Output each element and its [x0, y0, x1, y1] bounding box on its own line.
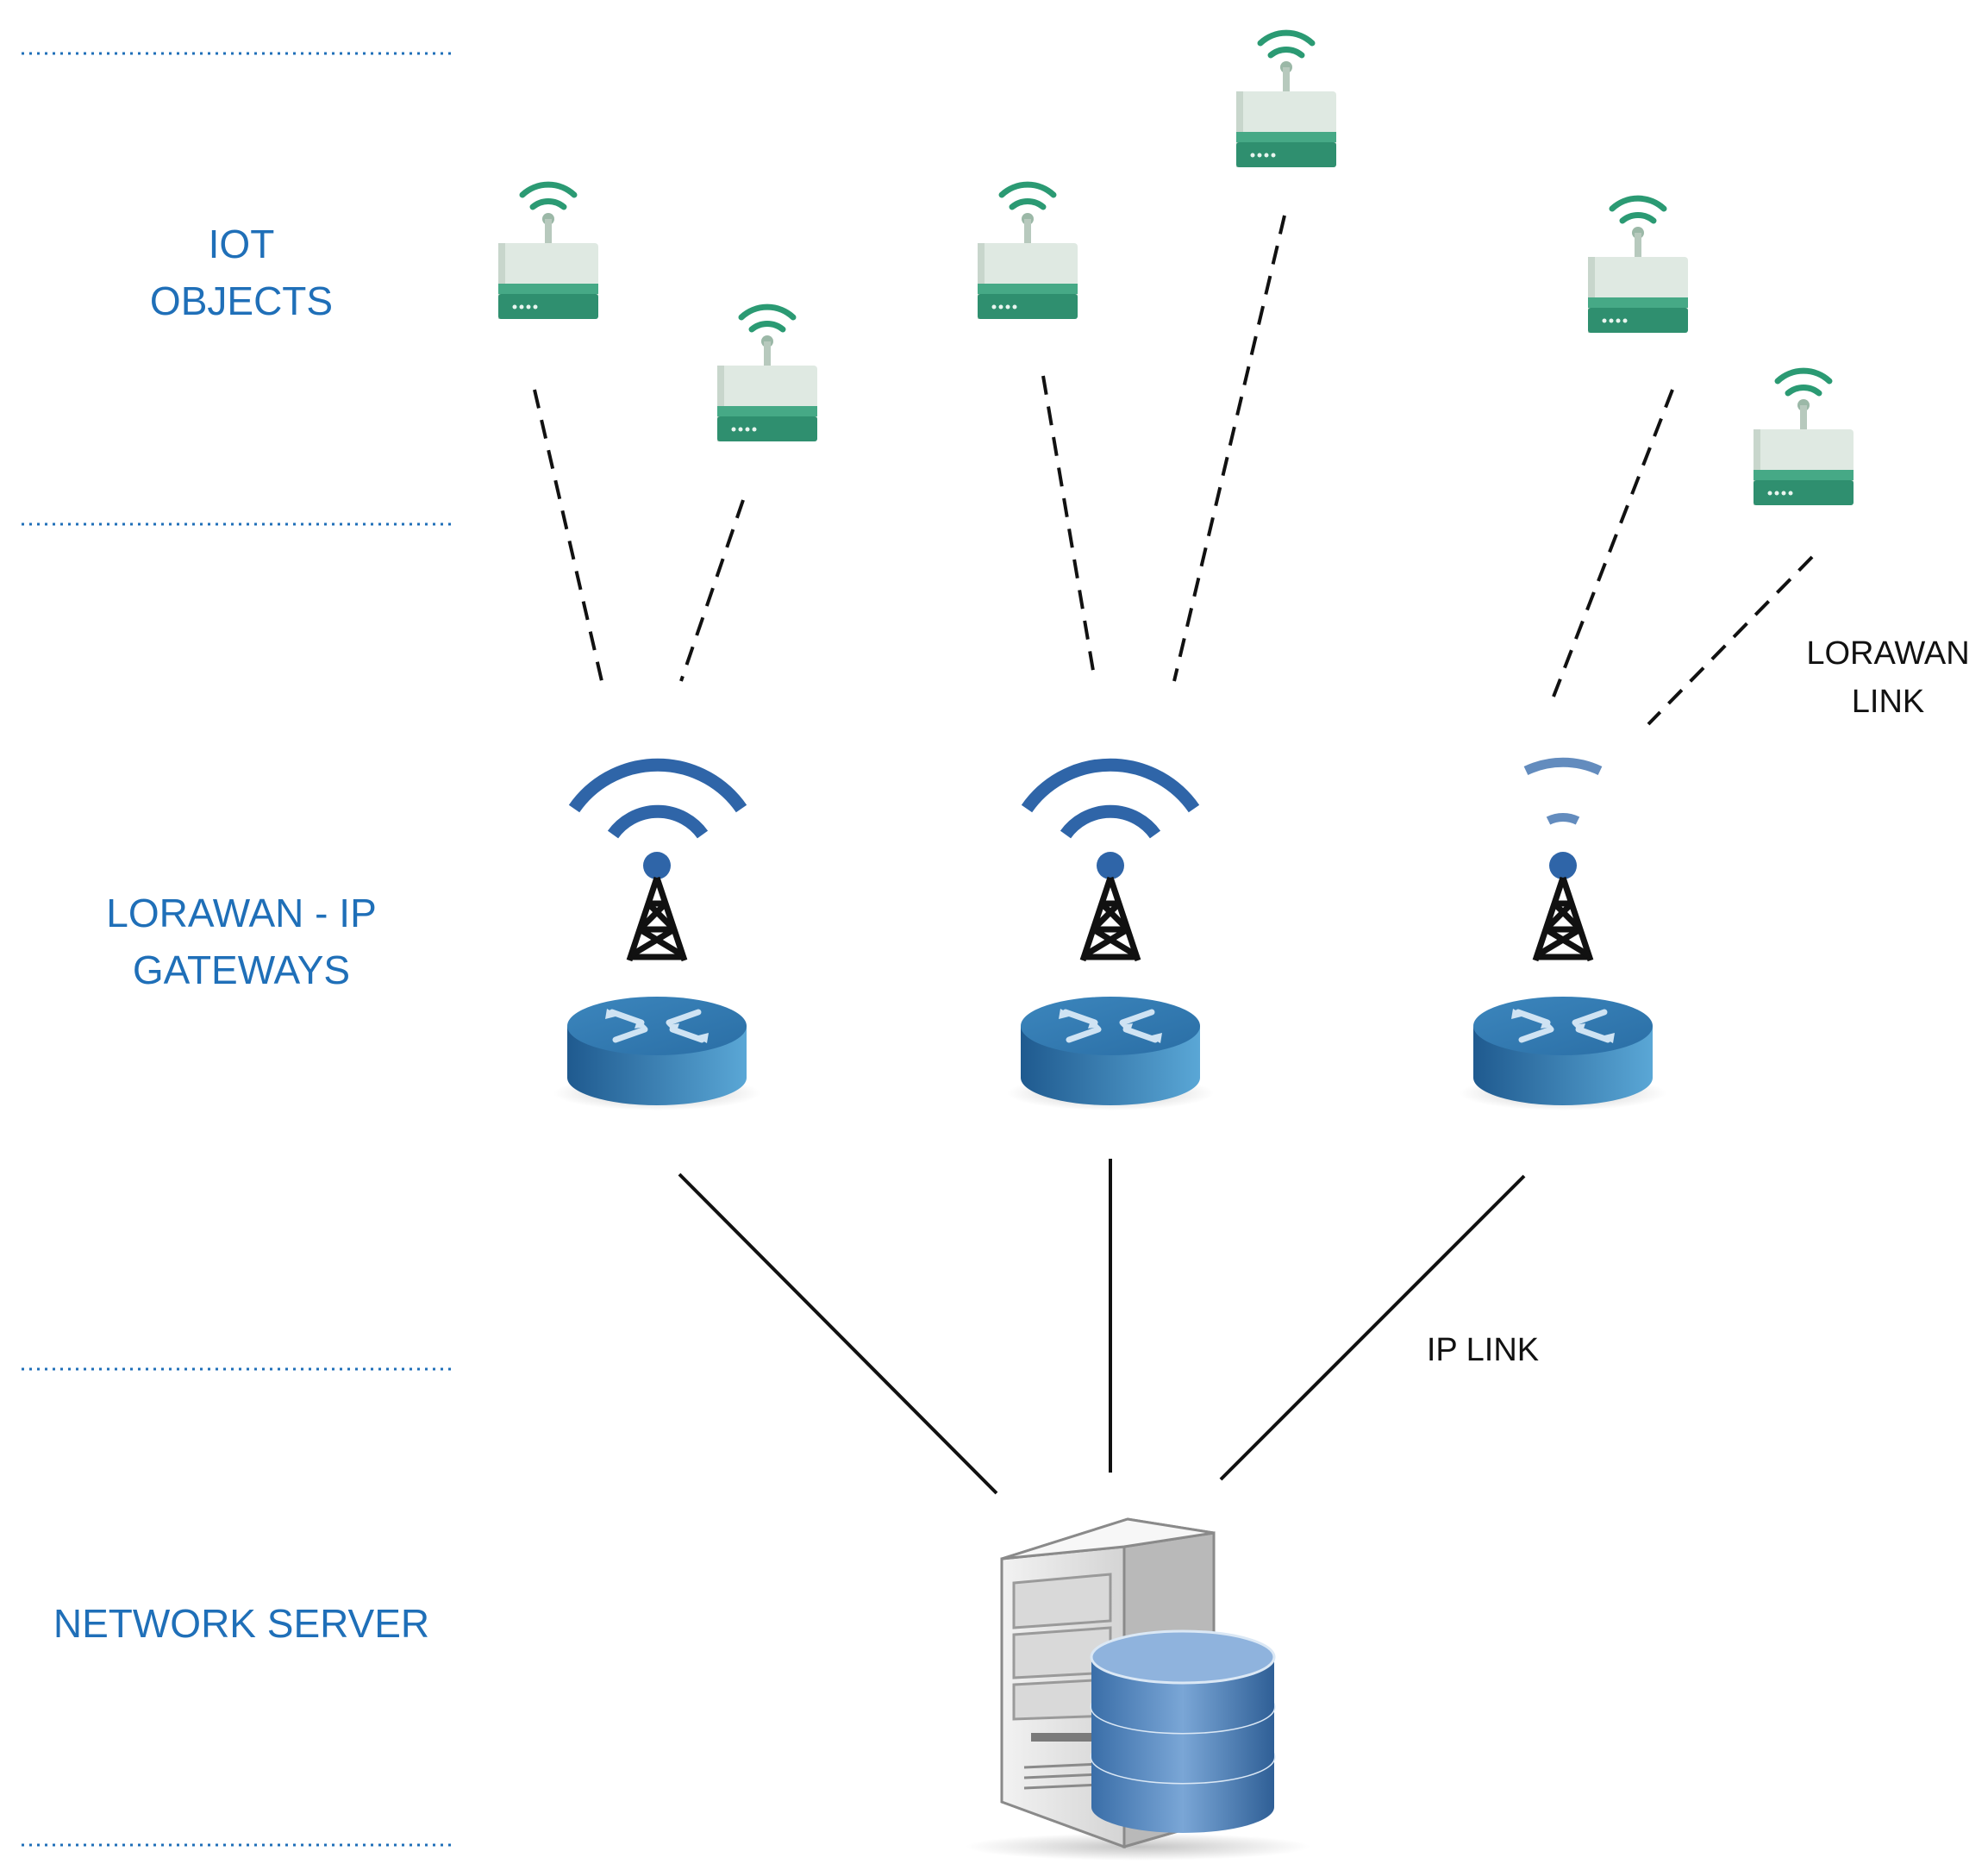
lorawan-link [1552, 389, 1674, 697]
iot-device-icon [978, 184, 1078, 319]
gateway-signals [568, 757, 1603, 839]
link-label-line: LINK [1851, 684, 1925, 720]
signal-wave-icon [1021, 758, 1200, 813]
lorawan-link [679, 499, 745, 682]
tier-label-line: NETWORK SERVER [53, 1601, 430, 1646]
iot-device-icon [1588, 198, 1688, 333]
server-database-icon [966, 1517, 1310, 1861]
link-label-line: LORAWAN [1806, 635, 1970, 672]
iot-device-icon [1754, 371, 1854, 505]
lorawan-link [1041, 375, 1095, 672]
router-icon [1007, 997, 1214, 1110]
lorawan-links [533, 215, 1814, 726]
signal-wave-icon [568, 758, 747, 813]
link-label-line: IP LINK [1426, 1332, 1540, 1368]
tier-label-line: LORAWAN - IP [106, 891, 377, 935]
radio-tower-icon [629, 852, 685, 960]
radio-tower-icon [1535, 852, 1591, 960]
iot-devices [498, 33, 1854, 505]
tier-label-line: IOT [208, 222, 275, 266]
lorawan-link [1647, 555, 1814, 726]
ip-link [1219, 1174, 1526, 1481]
signal-wave-icon [607, 804, 709, 839]
tier-label-network-server: NETWORK SERVER [34, 1595, 448, 1652]
ip-links [678, 1159, 1526, 1495]
gateway-routers [553, 997, 1666, 1110]
ip-link [678, 1173, 998, 1495]
signal-wave-icon [1060, 804, 1161, 839]
router-icon [1460, 997, 1666, 1110]
lorawan-link-label: LORAWAN LINK [1793, 629, 1983, 726]
tier-separators [22, 52, 453, 1847]
iot-device-icon [1236, 33, 1336, 167]
signal-wave-icon [1546, 813, 1580, 825]
signal-wave-icon [1523, 757, 1603, 776]
tier-label-gateways: LORAWAN - IP GATEWAYS [69, 885, 414, 998]
router-icon [553, 997, 760, 1110]
iot-device-icon [498, 184, 598, 319]
ip-link-label: IP LINK [1397, 1326, 1569, 1374]
gateway-towers [629, 852, 1591, 960]
iot-device-icon [717, 307, 817, 441]
tier-label-iot-objects: IOT OBJECTS [112, 216, 371, 329]
lorawan-link [1172, 215, 1286, 682]
tier-label-line: GATEWAYS [132, 948, 351, 992]
radio-tower-icon [1083, 852, 1138, 960]
lorawan-link [533, 389, 603, 682]
tier-label-line: OBJECTS [149, 278, 334, 323]
